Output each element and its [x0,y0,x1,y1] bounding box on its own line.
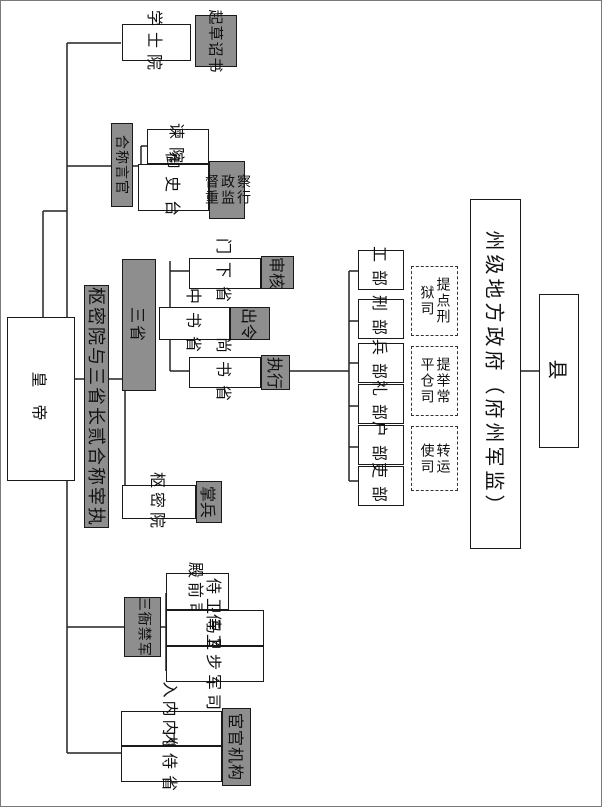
censors-role-2: 政监 [219,174,235,206]
academy-role-label: 起草诏书 [206,8,225,74]
ministry-rites-box: 礼部 [358,380,404,428]
eunuch-role-box: 宦官机构 [222,708,251,786]
censors-group-box: 合称言官 [111,123,133,207]
local-gov-box: 州级地方政府（府州军监） [470,199,521,549]
menxia-role-box: 审核 [261,256,294,289]
censorate-label: 御史台 [162,151,182,224]
intendant-granary-box: 提举常 平仓司 [411,346,458,416]
guards-palace-box: 殿前司 [166,561,229,622]
ministry-revenue-box: 户部 [358,421,404,469]
shangshu-label: 尚书省 [214,336,234,409]
ministry-justice-box: 刑部 [358,295,404,343]
privy-role-box: 掌兵 [196,481,222,523]
shangshu-box: 尚书省 [189,336,261,409]
eunuch-office-label: 内侍省 [160,730,180,798]
censors-role-3: 督重 [203,174,219,206]
guards-cavalry-box: 侍卫马军司 [166,578,264,678]
transport-col2: 使司 [418,442,435,475]
emperor-box: 皇 帝 [7,317,75,481]
shangshu-role-label: 执行 [264,356,284,389]
ministry-war-box: 兵部 [358,339,404,387]
intendant-justice-col1: 提点刑 [434,277,451,325]
intendant-granary-col1: 提举常 [434,357,451,405]
privy-role-label: 掌兵 [198,485,218,519]
zhongshu-label: 中书省 [183,287,203,360]
guards-label: 三衙禁军 [135,596,152,657]
academy-box: 学士院 [122,9,191,76]
zhongshu-role-box: 出令 [230,307,270,340]
county-box: 县 [539,294,579,448]
transport-commissioner-box: 转运 使司 [411,426,458,491]
ministry-personnel-box: 吏部 [358,462,404,510]
privy-label: 枢密院 [147,471,167,533]
academy-role-box: 起草诏书 [195,9,237,73]
censors-group-label: 合称言官 [113,135,129,195]
local-gov-label: 州级地方政府（府州军监） [482,230,506,518]
intendant-justice-box: 提点刑 狱司 [411,266,458,336]
shangshu-role-box: 执行 [261,355,290,390]
menxia-box: 门下省 [189,237,261,310]
three-depts-box: 三省 [122,259,156,391]
council-box: 枢密院与三省长贰合称宰执 [84,285,109,528]
guards-box: 三衙禁军 [124,597,161,657]
zhongshu-box: 中书省 [159,287,230,360]
guards-infantry-label: 侍卫步军司 [204,613,224,715]
three-depts-label: 三省 [128,306,148,344]
remonstrance-box: 谏院 [147,122,209,171]
menxia-role-label: 审核 [266,256,286,289]
menxia-label: 门下省 [214,237,234,310]
ministry-works-label: 工部 [370,245,390,295]
censors-role-box: 察行 政监 督重 [203,161,251,219]
eunuch-office-box: 内侍省 [121,731,222,797]
council-label: 枢密院与三省长贰合称宰执 [84,286,106,527]
guards-infantry-box: 侍卫步军司 [166,614,264,714]
ministry-justice-label: 刑部 [370,294,390,344]
ministry-personnel-label: 吏部 [370,461,390,511]
intendant-justice-col2: 狱司 [418,285,435,317]
academy-label: 学士院 [145,9,165,76]
emperor-label: 皇 帝 [30,371,49,427]
privy-box: 枢密院 [122,472,196,532]
censorate-box: 御史台 [138,151,209,224]
eunuch-role-label: 宦官机构 [225,712,245,782]
ministry-works-box: 工部 [358,246,404,294]
intendant-granary-col2: 平仓司 [418,357,435,405]
inner-eunuch-box: 入内内侍省 [121,681,222,776]
transport-col1: 转运 [434,442,451,475]
zhongshu-role-label: 出令 [238,307,258,340]
county-label: 县 [545,359,570,383]
censors-role-1: 察行 [235,174,251,206]
